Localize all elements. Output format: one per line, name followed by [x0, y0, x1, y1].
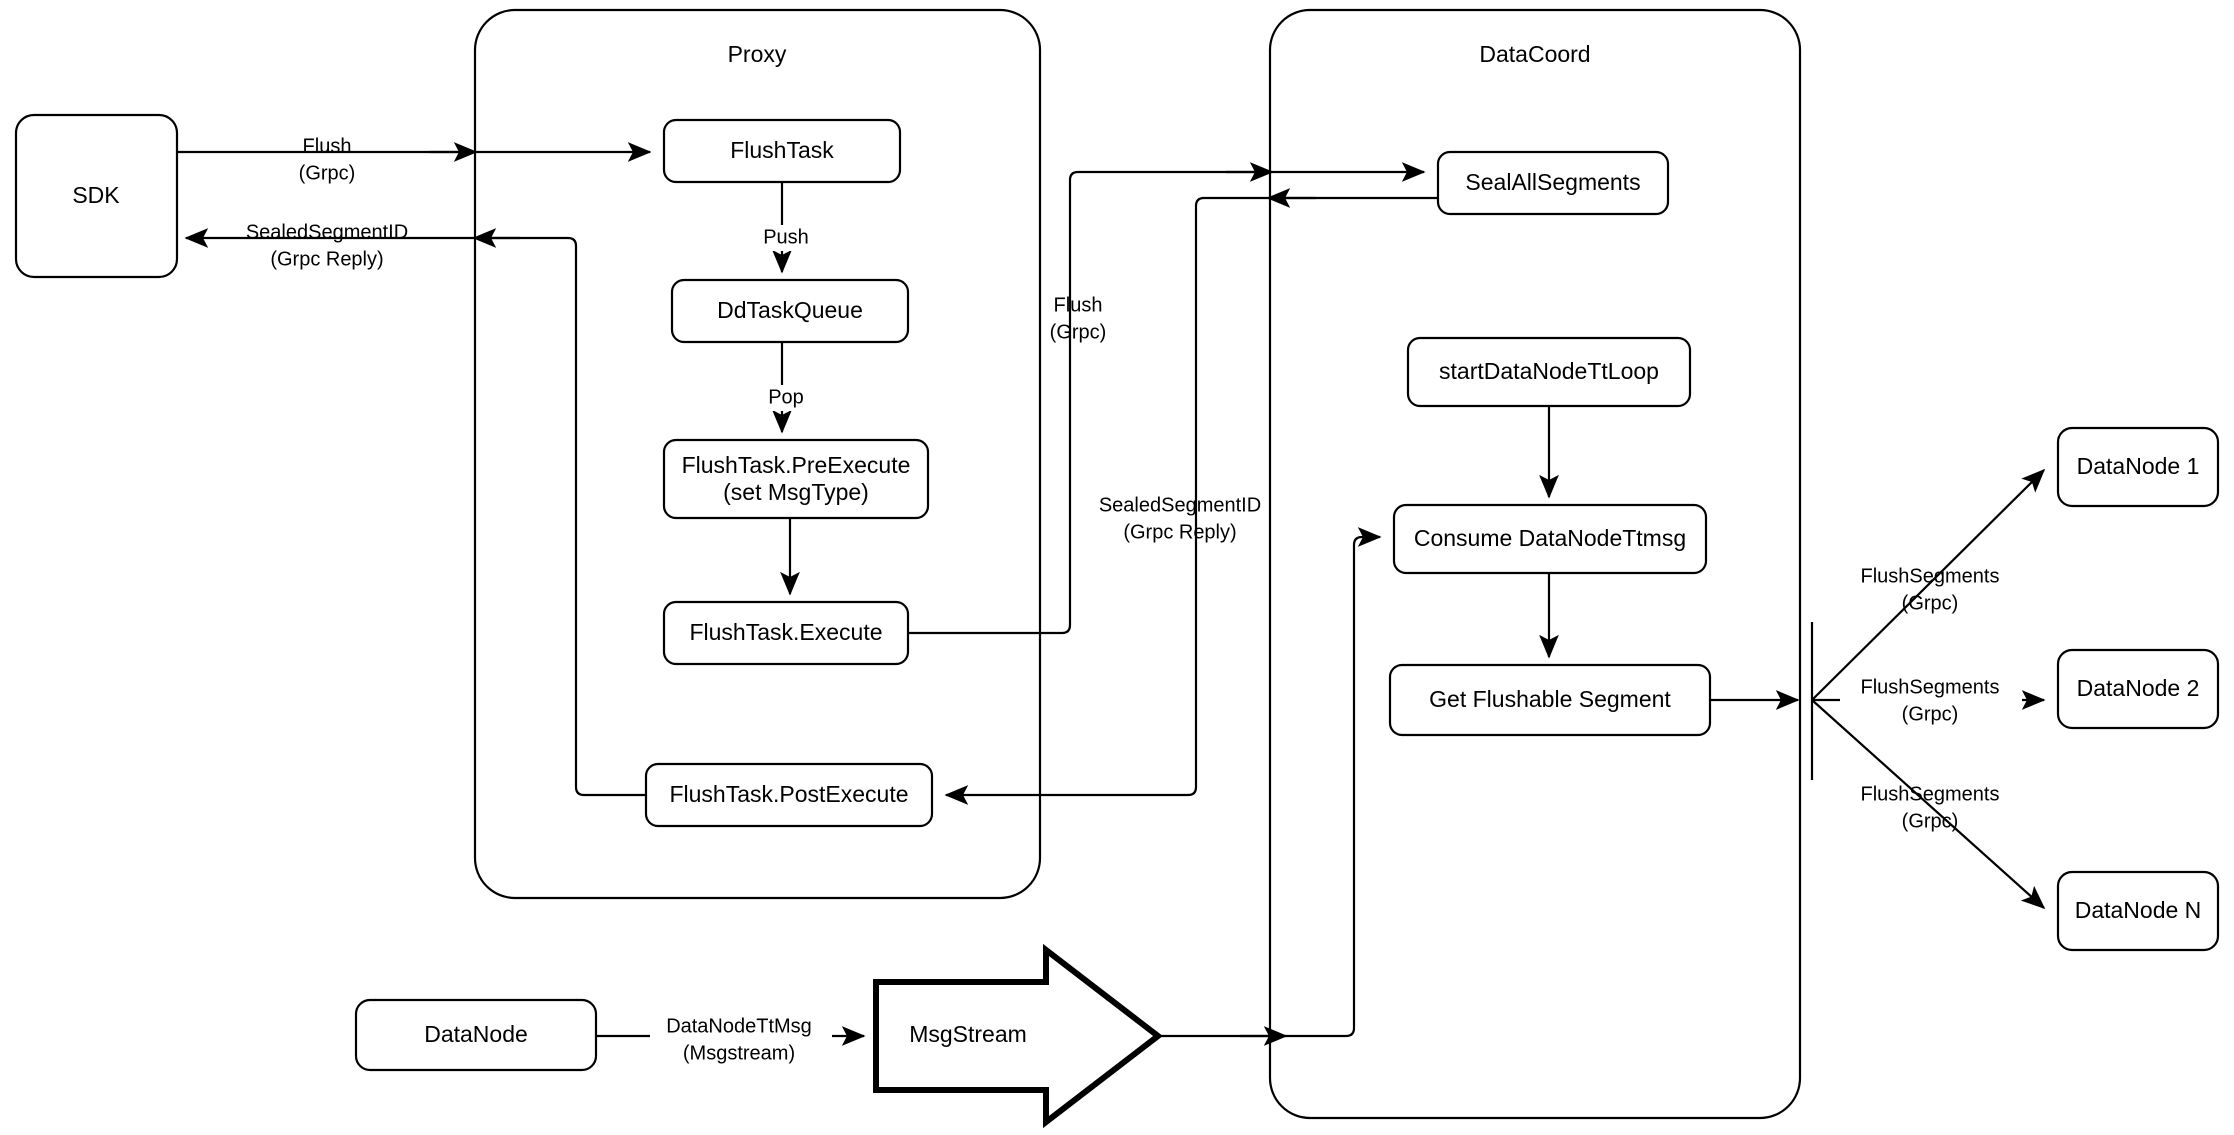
pop-label-bg	[756, 385, 814, 411]
push-label: Push	[763, 226, 809, 248]
preexecute-sublabel: (set MsgType)	[723, 479, 869, 505]
flushsegmentsn-line1: FlushSegments	[1861, 783, 2000, 805]
edge-msgstream-to-consumettmsg	[1158, 527, 1382, 1038]
sealed-mid-line2: (Grpc Reply)	[1123, 521, 1236, 543]
node-datanode-2[interactable]: DataNode 2	[2056, 648, 2220, 730]
datacoord-title: DataCoord	[1479, 41, 1590, 67]
node-sealallsegments[interactable]: SealAllSegments	[1436, 150, 1670, 216]
ddtaskqueue-label: DdTaskQueue	[717, 297, 863, 323]
group-datacoord: DataCoord	[1268, 8, 1802, 1120]
group-proxy: Proxy	[473, 8, 1042, 900]
datanode-bottom-label: DataNode	[424, 1021, 528, 1047]
datanode-bottom-box[interactable]	[354, 998, 598, 1072]
startttloop-box[interactable]	[1406, 336, 1692, 408]
edge-label-flushsegments-1: FlushSegments (Grpc)	[1861, 565, 2000, 614]
proxy-container	[473, 8, 1042, 900]
push-label-bg	[752, 225, 818, 251]
flush-mid-line1: Flush	[1054, 294, 1103, 316]
node-flushtask-preexecute[interactable]: FlushTask.PreExecute (set MsgType)	[662, 438, 930, 520]
edge-label-flush-grpc-sdk: Flush (Grpc)	[299, 135, 356, 184]
execute-label: FlushTask.Execute	[689, 619, 882, 645]
node-flushtask-postexecute[interactable]: FlushTask.PostExecute	[644, 762, 934, 828]
node-consume-datanodettmsg[interactable]: Consume DataNodeTtmsg	[1392, 503, 1708, 575]
edge-label-flushsegments-n: FlushSegments (Grpc)	[1861, 783, 2000, 832]
edge-label-push: Push	[752, 225, 818, 251]
flushsegmentsn-line2: (Grpc)	[1902, 810, 1959, 832]
datanode2-label: DataNode 2	[2077, 675, 2200, 701]
proxy-title: Proxy	[728, 41, 787, 67]
flushsegments1-line1: FlushSegments	[1861, 565, 2000, 587]
edge-label-flushsegments-2: FlushSegments (Grpc)	[1840, 676, 2022, 725]
edge-label-sealedsegmentid-sdk: SealedSegmentID (Grpc Reply)	[246, 221, 408, 270]
edge-label-datanodettmsg: DataNodeTtMsg (Msgstream)	[650, 1014, 832, 1064]
ddtaskqueue-box[interactable]	[670, 278, 910, 344]
sealed-sdk-line2: (Grpc Reply)	[270, 248, 383, 270]
node-flushtask-execute[interactable]: FlushTask.Execute	[662, 600, 910, 666]
msgstream-block-arrow[interactable]	[873, 943, 1163, 1129]
datanodettmsg-line1: DataNodeTtMsg	[666, 1015, 812, 1037]
flushtask-box[interactable]	[662, 118, 902, 184]
datanodettmsg-line2: (Msgstream)	[683, 1042, 795, 1064]
edge-sealallsegments-to-postexecute	[944, 196, 1438, 805]
execute-box[interactable]	[662, 600, 910, 666]
startttloop-label: startDataNodeTtLoop	[1439, 358, 1659, 384]
datanode1-box[interactable]	[2056, 426, 2220, 508]
datacoord-container	[1268, 8, 1802, 1120]
edge-label-pop: Pop	[756, 385, 814, 411]
flushtask-label: FlushTask	[730, 137, 834, 163]
sealed-sdk-line1: SealedSegmentID	[246, 221, 408, 243]
node-datanode-bottom[interactable]: DataNode	[354, 998, 598, 1072]
flushsegments1-line2: (Grpc)	[1902, 592, 1959, 614]
node-get-flushable-segment[interactable]: Get Flushable Segment	[1388, 663, 1712, 737]
node-flushtask[interactable]: FlushTask	[662, 118, 902, 184]
getflushable-label: Get Flushable Segment	[1429, 686, 1671, 712]
node-datanode-1[interactable]: DataNode 1	[2056, 426, 2220, 508]
flush-grpc-sdk-line2: (Grpc)	[299, 162, 356, 184]
node-ddtaskqueue[interactable]: DdTaskQueue	[670, 278, 910, 344]
consumettmsg-box[interactable]	[1392, 503, 1708, 575]
flush-mid-line2: (Grpc)	[1050, 321, 1107, 343]
preexecute-label: FlushTask.PreExecute	[682, 452, 911, 478]
msgstream-label: MsgStream	[909, 1021, 1027, 1047]
pop-label: Pop	[768, 386, 804, 408]
sdk-box[interactable]	[14, 113, 179, 279]
sdk-label: SDK	[72, 182, 120, 208]
edge-label-sealedsegmentid-mid: SealedSegmentID (Grpc Reply)	[1099, 494, 1261, 543]
datanoden-label: DataNode N	[2075, 897, 2202, 923]
node-msgstream[interactable]: MsgStream	[873, 943, 1163, 1129]
consumettmsg-label: Consume DataNodeTtmsg	[1414, 525, 1686, 551]
preexecute-box[interactable]	[662, 438, 930, 520]
datanode2-box[interactable]	[2056, 648, 2220, 730]
node-datanode-n[interactable]: DataNode N	[2056, 870, 2220, 952]
flushsegments2-label-bg	[1840, 676, 2022, 702]
edge-label-flush-grpc-mid: Flush (Grpc)	[1050, 294, 1107, 343]
sealed-mid-line1: SealedSegmentID	[1099, 494, 1261, 516]
flushsegments2-line1: FlushSegments	[1861, 676, 2000, 698]
flushsegments2-line2: (Grpc)	[1902, 703, 1959, 725]
getflushable-box[interactable]	[1388, 663, 1712, 737]
node-startdatanodettloop[interactable]: startDataNodeTtLoop	[1406, 336, 1692, 408]
edge-fanout-to-datanoden	[1811, 699, 2046, 910]
postexecute-label: FlushTask.PostExecute	[669, 781, 908, 807]
edge-postexecute-to-sdk	[184, 228, 646, 797]
datanodettmsg-label-bg	[650, 1014, 832, 1040]
flush-grpc-sdk-line1: Flush	[303, 135, 352, 157]
edge-fanout-to-datanode1	[1811, 468, 2046, 701]
edge-execute-to-sealallsegments	[908, 162, 1426, 635]
datanode1-label: DataNode 1	[2077, 453, 2200, 479]
datanoden-box[interactable]	[2056, 870, 2220, 952]
postexecute-box[interactable]	[644, 762, 934, 828]
sealallsegments-box[interactable]	[1436, 150, 1670, 216]
sealallsegments-label: SealAllSegments	[1465, 169, 1640, 195]
node-sdk[interactable]: SDK	[14, 113, 179, 279]
